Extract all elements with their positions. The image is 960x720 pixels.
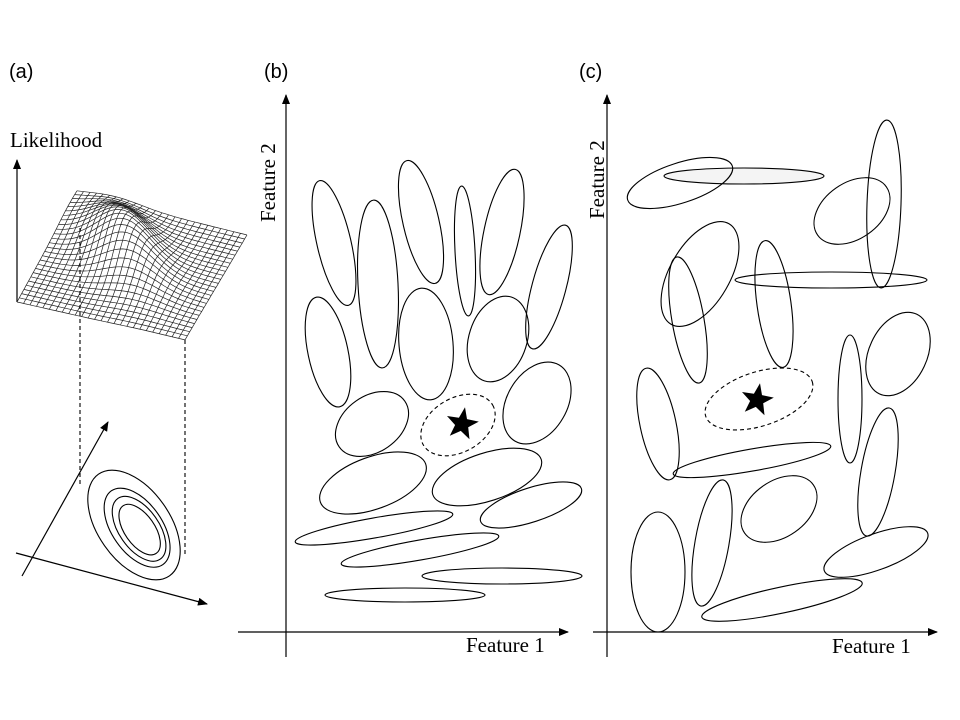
cluster-ellipse xyxy=(691,479,733,607)
clusters-c xyxy=(626,119,931,633)
target-cluster-dashed-ellipse xyxy=(420,393,496,457)
mesh-line-v xyxy=(37,263,207,304)
cluster-ellipse xyxy=(823,526,929,578)
cluster-ellipse xyxy=(701,578,863,622)
cluster-ellipse xyxy=(837,334,863,464)
cluster-ellipse xyxy=(630,511,686,633)
cluster-ellipse xyxy=(636,367,680,481)
mesh-line-u xyxy=(139,223,202,330)
cluster-ellipse xyxy=(319,451,427,515)
panel-label-c: (c) xyxy=(579,61,602,83)
feature-1-label-c: Feature 1 xyxy=(832,634,911,658)
cluster-ellipse xyxy=(734,271,928,289)
cluster-ellipse xyxy=(740,475,818,543)
feature-axis-2-3d xyxy=(21,421,109,577)
contour-4 xyxy=(118,503,161,556)
star-icon xyxy=(447,407,479,440)
panel-label-b: (b) xyxy=(264,61,288,83)
mesh-line-u xyxy=(158,228,222,334)
cluster-ellipse xyxy=(866,119,902,289)
cluster-ellipse xyxy=(502,361,572,445)
target-cluster-dashed-ellipse xyxy=(704,367,814,431)
cluster-ellipse xyxy=(668,256,708,384)
panel-label-a: (a) xyxy=(9,61,33,83)
cluster-ellipse xyxy=(453,185,477,317)
mesh-line-u xyxy=(107,214,169,323)
mesh-line-v xyxy=(44,239,214,292)
mesh-line-u xyxy=(113,216,176,324)
likelihood-axis-label: Likelihood xyxy=(10,128,103,152)
cluster-ellipse xyxy=(865,311,931,397)
mesh-line-v xyxy=(42,248,212,296)
mesh-line-u xyxy=(184,234,248,341)
cluster-ellipse xyxy=(304,296,352,408)
cluster-ellipse xyxy=(857,407,899,537)
cluster-ellipse xyxy=(431,447,543,507)
mesh-line-v xyxy=(28,280,197,320)
cluster-ellipse xyxy=(334,391,410,457)
cluster-ellipse xyxy=(479,481,583,529)
mesh-line-v xyxy=(46,231,217,288)
clusters-b xyxy=(294,159,583,603)
cluster-ellipse xyxy=(479,168,525,296)
cluster-ellipse xyxy=(311,179,357,307)
mesh-line-v xyxy=(30,276,200,316)
cluster-ellipse xyxy=(813,177,891,245)
mesh-line-v xyxy=(19,297,188,337)
feature-1-label-b: Feature 1 xyxy=(466,633,545,657)
mesh-line-u xyxy=(120,218,182,326)
feature-2-label-b: Feature 2 xyxy=(256,143,280,222)
cluster-ellipse xyxy=(660,221,740,327)
contour-2 xyxy=(103,487,171,568)
mesh-line-v xyxy=(21,293,190,333)
panel-a: Likelihood xyxy=(10,128,248,606)
cluster-ellipse xyxy=(525,224,573,350)
mesh-line-u xyxy=(171,231,235,337)
mesh-line-u xyxy=(145,225,209,331)
mesh-line-u xyxy=(132,221,196,328)
mesh-line-v xyxy=(33,272,202,312)
mesh-line-v xyxy=(35,268,205,308)
star-icon xyxy=(742,383,774,416)
feature-2-label-c: Feature 2 xyxy=(585,140,609,219)
mesh-line-u xyxy=(178,233,241,339)
mesh-line-v xyxy=(26,284,195,324)
mesh-line-v xyxy=(40,257,209,300)
likelihood-surface-mesh xyxy=(16,190,248,341)
contour-1 xyxy=(87,469,181,581)
panel-c: Feature 2 Feature 1 xyxy=(585,94,938,658)
mesh-line-u xyxy=(152,226,215,333)
feature-axis-1-3d xyxy=(15,552,208,606)
mesh-line-u xyxy=(126,220,189,327)
cluster-ellipse xyxy=(754,240,794,368)
mesh-line-v xyxy=(16,301,186,341)
likelihood-contours xyxy=(87,469,181,581)
cluster-ellipse xyxy=(340,532,500,568)
contour-3 xyxy=(111,495,167,562)
mesh-line-v xyxy=(23,289,193,328)
panel-b: Feature 2 Feature 1 xyxy=(238,94,583,657)
cluster-ellipse xyxy=(398,287,454,401)
cluster-ellipse xyxy=(421,567,583,585)
cluster-ellipse xyxy=(626,156,734,210)
cluster-ellipse-highlighted xyxy=(663,167,825,185)
cluster-ellipse xyxy=(294,510,454,546)
cluster-ellipse xyxy=(356,199,400,369)
cluster-ellipse xyxy=(466,295,530,383)
cluster-ellipse xyxy=(324,587,486,603)
cluster-ellipse xyxy=(397,159,445,285)
mesh-line-u xyxy=(165,230,228,336)
cluster-ellipse xyxy=(672,441,832,479)
